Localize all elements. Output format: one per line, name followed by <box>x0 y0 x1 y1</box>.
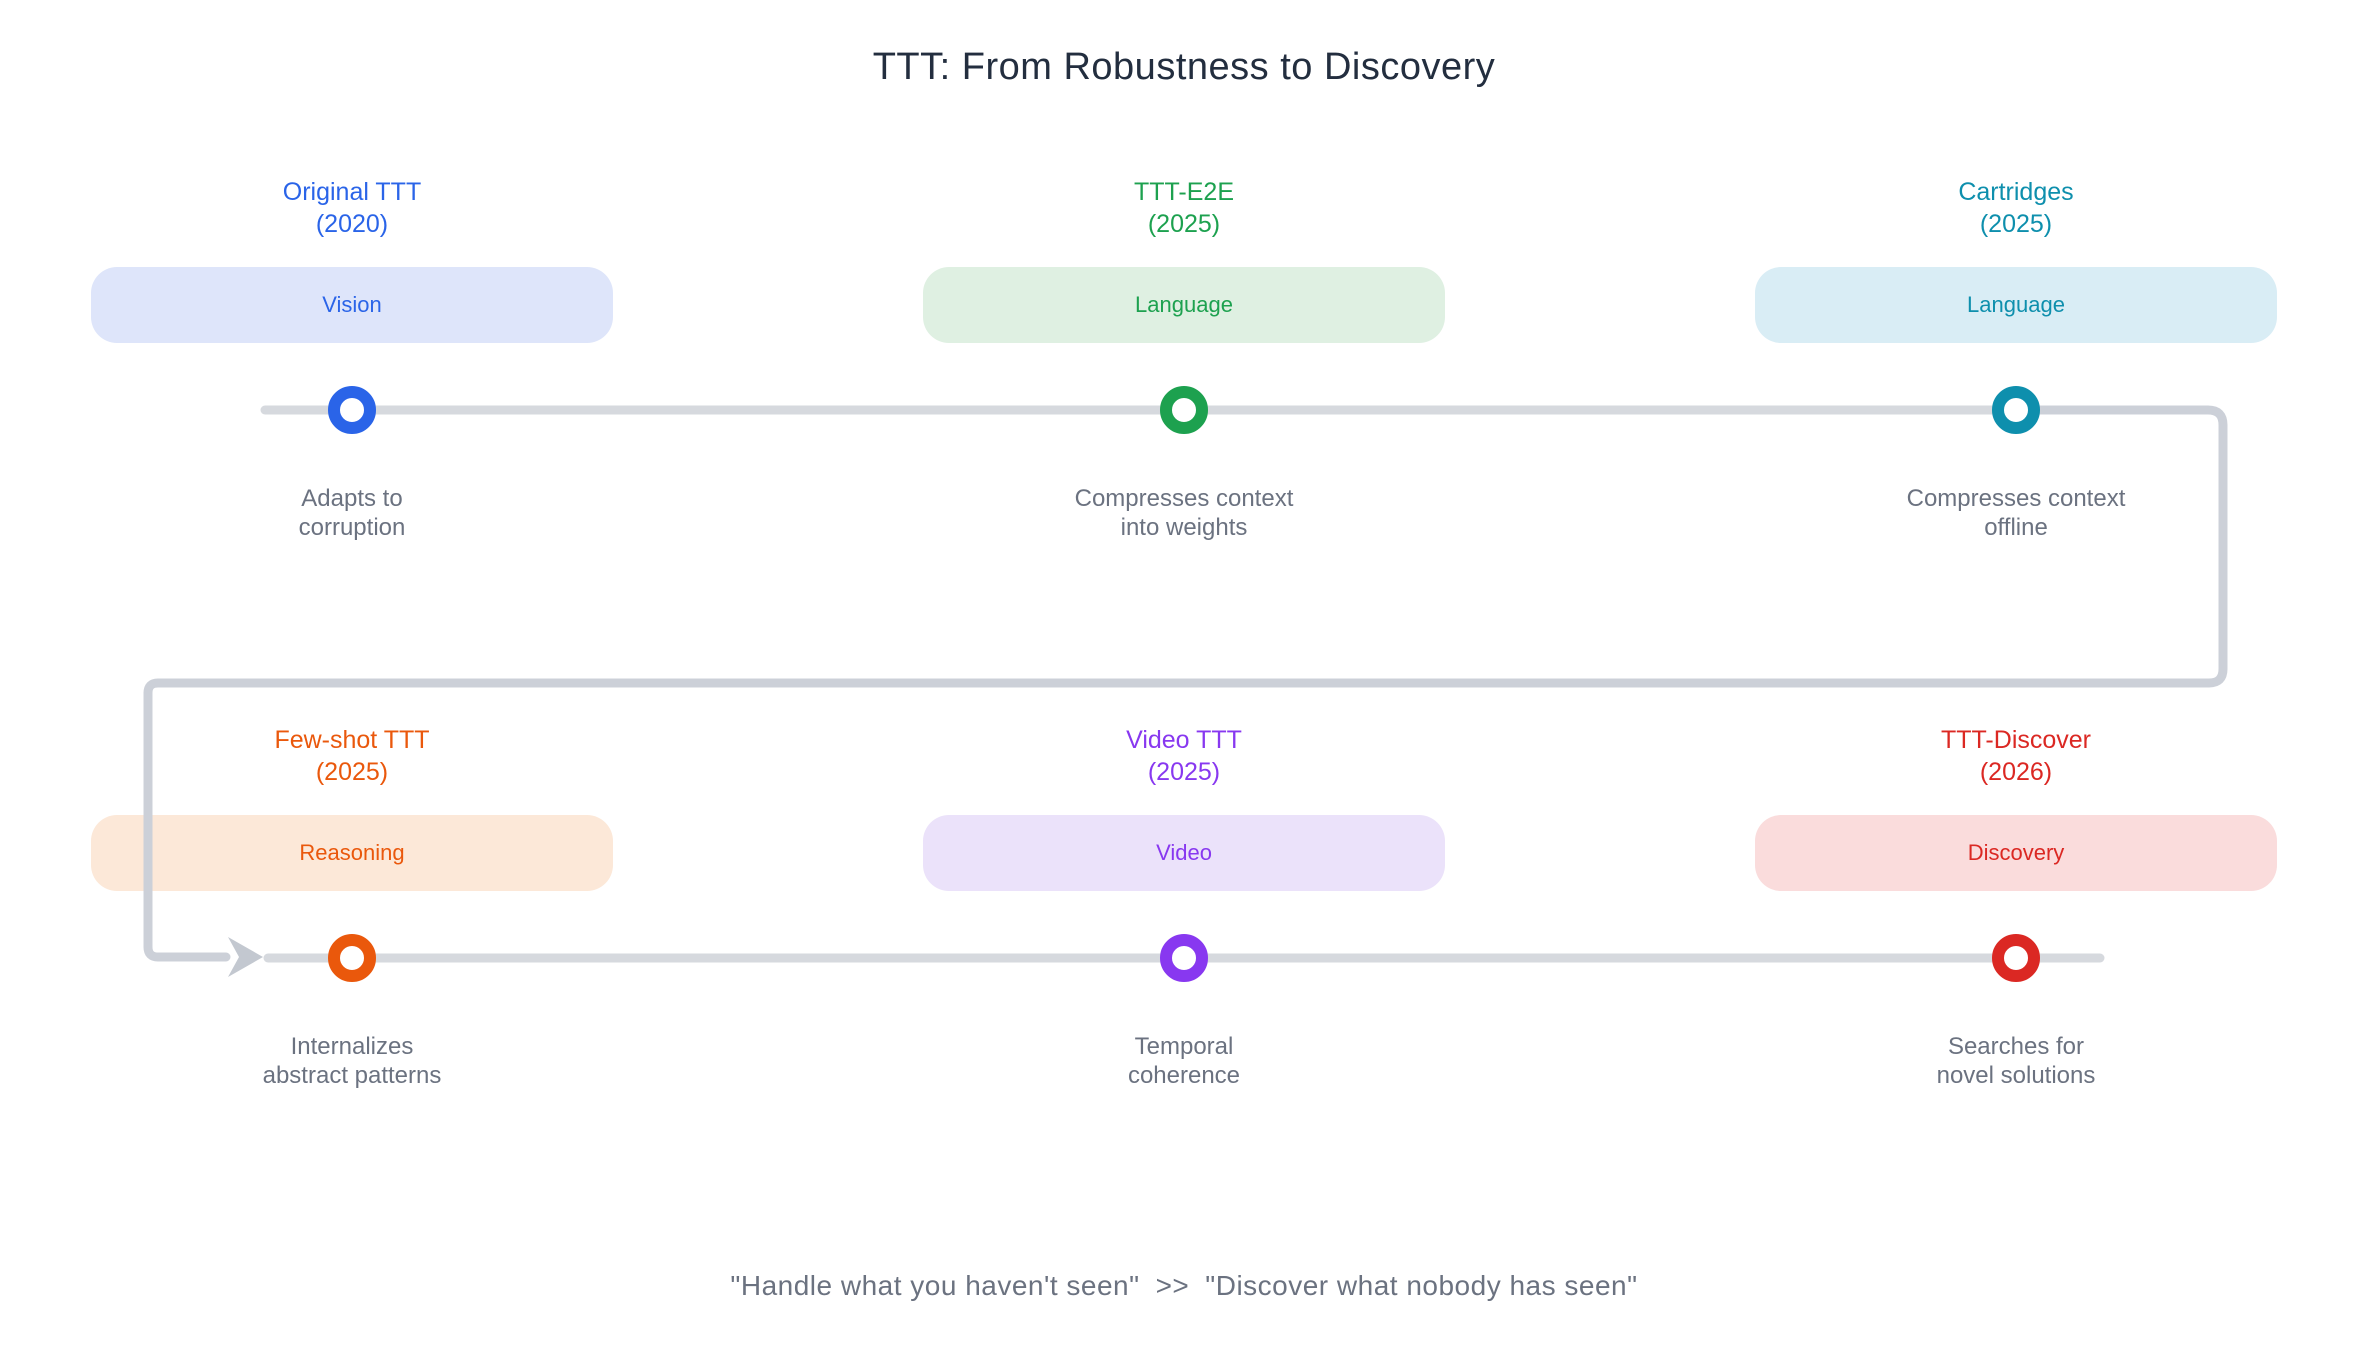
modality-badge: Language <box>1755 267 2277 343</box>
timeline-node <box>1160 934 1208 982</box>
timeline-node <box>328 934 376 982</box>
description-line: coherence <box>1127 1062 1241 1089</box>
milestone-label: Few-shot TTT (2025) <box>52 724 652 788</box>
milestone-year: (2025) <box>315 758 389 786</box>
milestone-name: Original TTT <box>282 178 422 206</box>
milestone-label: TTT-E2E (2025) <box>884 176 1484 240</box>
milestone-few-shot-ttt: Few-shot TTT (2025) Reasoning Internaliz… <box>52 724 652 1134</box>
milestone-ttt-discover: TTT-Discover (2026) Discovery Searches f… <box>1716 724 2316 1134</box>
description-line: into weights <box>1120 514 1248 541</box>
description-line: novel solutions <box>1936 1062 2096 1089</box>
timeline-node <box>1992 386 2040 434</box>
quote-separator: >> <box>1155 1270 1190 1301</box>
timeline-node <box>1992 934 2040 982</box>
milestone-year: (2025) <box>1979 210 2053 238</box>
description-line: corruption <box>298 514 406 541</box>
milestone-original-ttt: Original TTT (2020) Vision Adapts to cor… <box>52 176 652 586</box>
milestone-label: TTT-Discover (2026) <box>1716 724 2316 788</box>
milestone-label: Original TTT (2020) <box>52 176 652 240</box>
modality-badge: Discovery <box>1755 815 2277 891</box>
quote-right: "Discover what nobody has seen" <box>1205 1270 1638 1301</box>
timeline-node <box>328 386 376 434</box>
milestone-description: Compresses context into weights <box>884 484 1484 542</box>
timeline-node <box>1160 386 1208 434</box>
milestone-year: (2025) <box>1147 210 1221 238</box>
milestone-label: Cartridges (2025) <box>1716 176 2316 240</box>
milestone-year: (2026) <box>1979 758 2053 786</box>
modality-badge: Reasoning <box>91 815 613 891</box>
milestone-description: Adapts to corruption <box>52 484 652 542</box>
description-line: Compresses context <box>1074 485 1294 512</box>
milestone-label: Video TTT (2025) <box>884 724 1484 788</box>
milestone-cartridges: Cartridges (2025) Language Compresses co… <box>1716 176 2316 586</box>
milestone-name: Cartridges <box>1958 178 2074 206</box>
modality-badge: Vision <box>91 267 613 343</box>
bottom-quote: "Handle what you haven't seen" >> "Discove… <box>0 1270 2368 1302</box>
milestone-name: Video TTT <box>1126 726 1242 754</box>
quote-left: "Handle what you haven't seen" <box>730 1270 1140 1301</box>
description-line: offline <box>1984 514 2048 541</box>
modality-badge: Language <box>923 267 1445 343</box>
milestone-video-ttt: Video TTT (2025) Video Temporal coherenc… <box>884 724 1484 1134</box>
milestone-name: TTT-Discover <box>1941 726 2091 754</box>
milestone-name: TTT-E2E <box>1133 178 1234 206</box>
description-line: abstract patterns <box>262 1062 442 1089</box>
milestone-description: Internalizes abstract patterns <box>52 1032 652 1090</box>
milestone-ttt-e2e: TTT-E2E (2025) Language Compresses conte… <box>884 176 1484 586</box>
milestone-name: Few-shot TTT <box>274 726 430 754</box>
description-line: Temporal <box>1134 1033 1234 1060</box>
description-line: Searches for <box>1947 1033 2085 1060</box>
milestone-year: (2025) <box>1147 758 1221 786</box>
modality-badge: Video <box>923 815 1445 891</box>
milestone-year: (2020) <box>315 210 389 238</box>
description-line: Internalizes <box>290 1033 414 1060</box>
milestone-description: Compresses context offline <box>1716 484 2316 542</box>
page-title: TTT: From Robustness to Discovery <box>872 46 1496 88</box>
milestone-description: Temporal coherence <box>884 1032 1484 1090</box>
description-line: Adapts to <box>301 485 403 512</box>
milestone-description: Searches for novel solutions <box>1716 1032 2316 1090</box>
description-line: Compresses context <box>1906 485 2126 512</box>
